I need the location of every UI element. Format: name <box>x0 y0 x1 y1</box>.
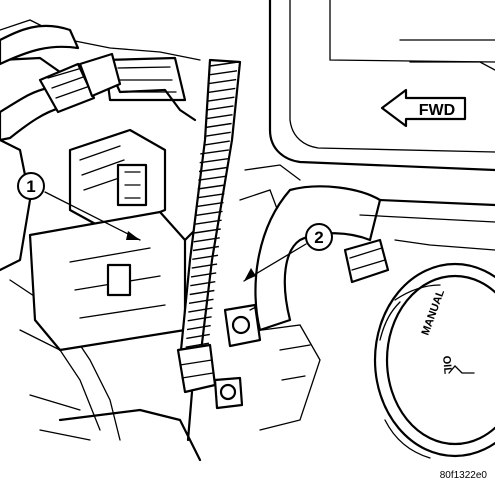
loom-rib <box>208 78 237 85</box>
loom-rib <box>197 184 226 190</box>
loom-rib <box>196 201 224 208</box>
coolant-hose <box>0 24 122 142</box>
loom-rib <box>194 219 222 225</box>
callout-2: 2 <box>243 223 333 282</box>
loom-rib <box>187 316 212 322</box>
heater-hose <box>254 185 390 332</box>
loom-rib <box>203 140 230 146</box>
loom-rib <box>190 272 217 278</box>
cap-text-oil: OIL <box>440 355 454 375</box>
loom-rib <box>204 131 231 137</box>
loom-rib <box>189 289 215 296</box>
loom-rib <box>209 61 239 67</box>
wire-loom <box>176 58 242 442</box>
figure-code: 80f1322e0 <box>439 470 487 481</box>
loom-rib <box>207 96 235 102</box>
loom-rib <box>194 228 221 234</box>
connector-harness <box>28 128 202 352</box>
loom-rib <box>192 245 220 252</box>
loom-rib <box>209 70 238 76</box>
loom-rib <box>206 105 234 111</box>
callout-1: 1 <box>17 172 141 241</box>
fwd-label: FWD <box>419 102 455 119</box>
loom-rib <box>191 263 218 269</box>
loom-rib <box>193 237 220 243</box>
loom-rib <box>199 158 229 164</box>
loom-rib <box>188 298 214 304</box>
loom-rib <box>186 324 211 331</box>
loom-rib <box>200 149 229 155</box>
loom-rib <box>188 307 213 313</box>
loom-rib <box>185 342 210 348</box>
loom-rib <box>195 210 223 217</box>
oil-filler-cap <box>373 262 495 459</box>
loom-rib <box>205 122 232 129</box>
loom-rib <box>198 175 227 181</box>
loom-rib <box>205 114 233 120</box>
loom-rib <box>186 333 210 340</box>
intake-cover <box>268 0 495 251</box>
callout-1-label: 1 <box>26 177 35 196</box>
callout-2-label: 2 <box>314 228 323 247</box>
loom-rib <box>196 193 225 199</box>
loom-rib <box>190 281 216 287</box>
forward-direction-arrow: FWD <box>380 88 467 128</box>
loom-rib <box>192 254 219 260</box>
loom-rib <box>198 166 228 173</box>
loom-rib <box>207 87 236 94</box>
mounting-bolt <box>213 164 321 431</box>
